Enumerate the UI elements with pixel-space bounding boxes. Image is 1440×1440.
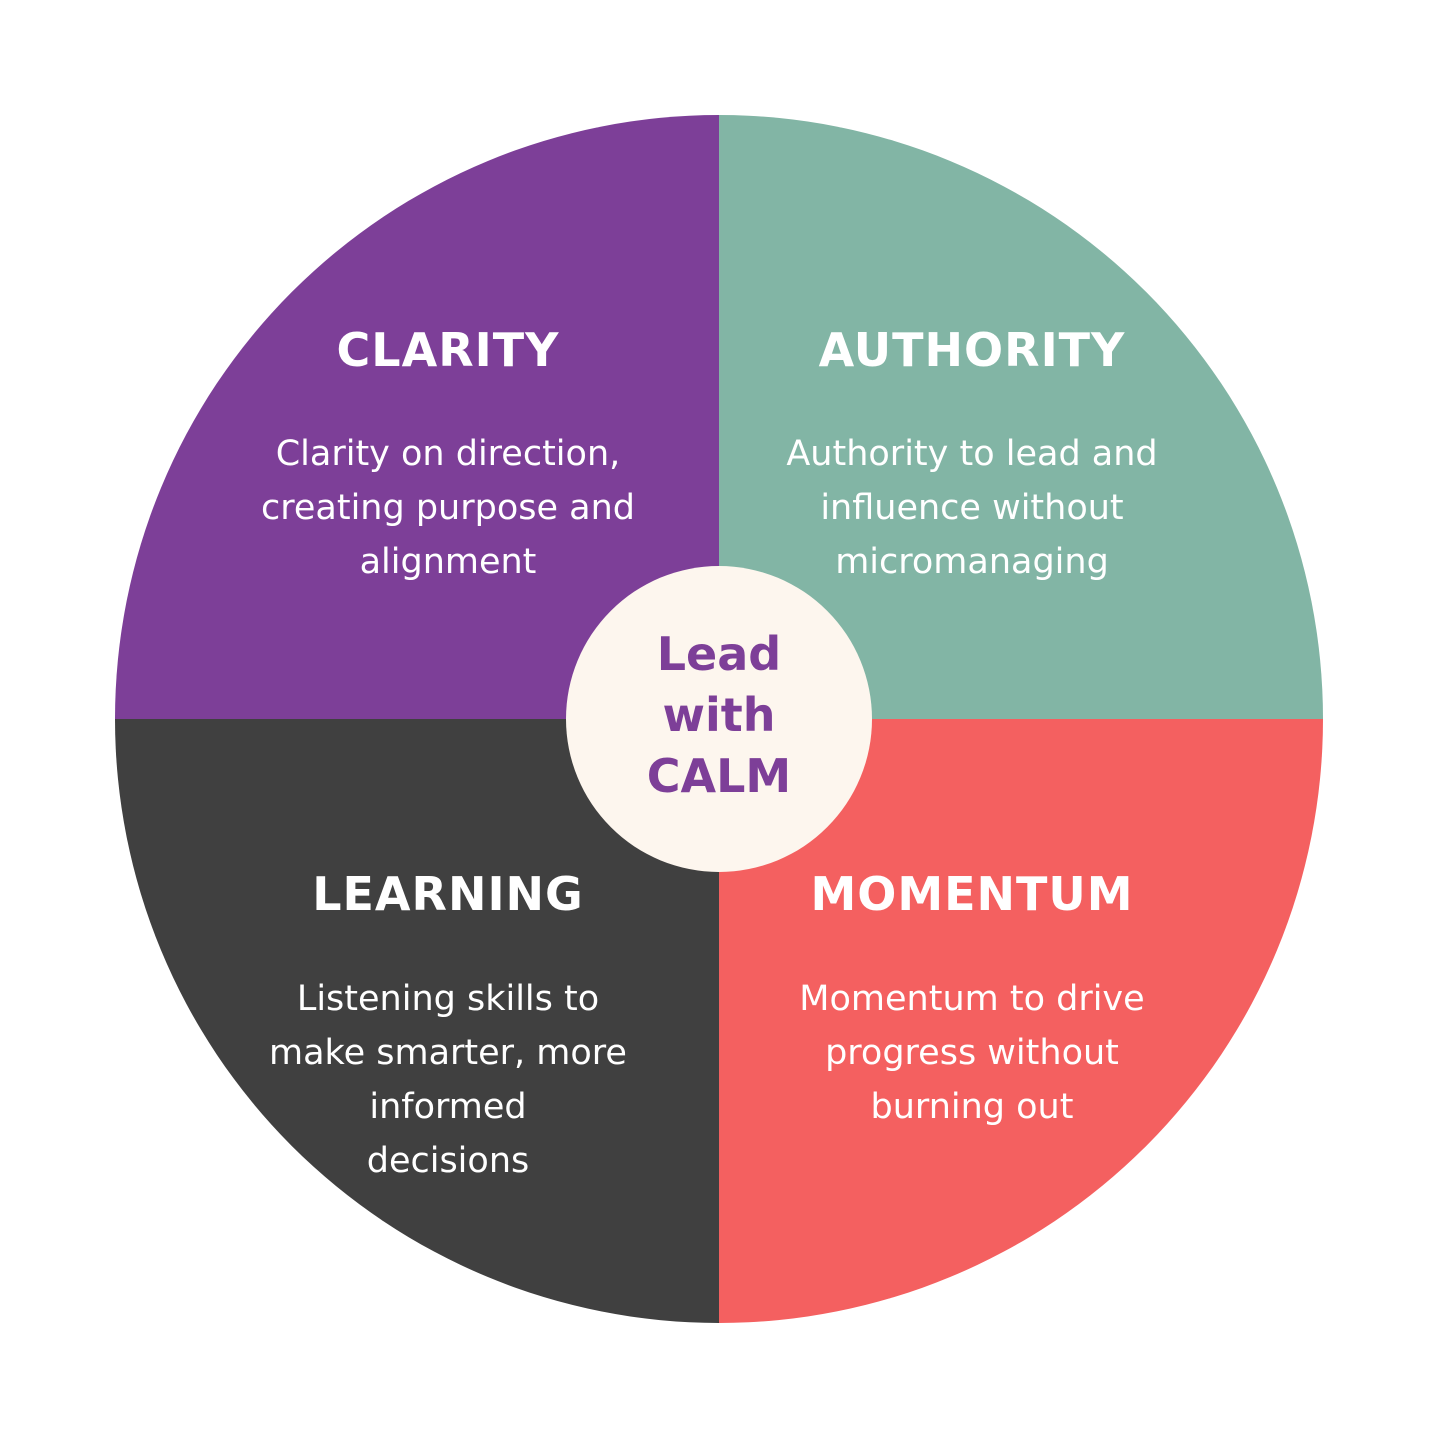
center-text-line-1: Lead [657,627,781,681]
center-text-line-3: CALM [647,749,791,803]
quadrant-authority [719,115,1323,719]
quadrant-title-authority: AUTHORITY [819,323,1126,377]
quadrant-momentum [719,719,1323,1323]
quadrant-desc-clarity-line-1: Clarity on direction, [276,434,621,474]
quadrant-desc-momentum-line-3: burning out [871,1087,1074,1127]
center-text-line-2: with [662,688,775,742]
quadrant-desc-learning-line-2: make smarter, more [269,1033,627,1073]
center-hub [566,566,872,872]
quadrant-desc-clarity-line-2: creating purpose and [261,488,635,528]
quadrant-title-momentum: MOMENTUM [810,867,1133,921]
quadrant-desc-learning-line-3: informed [369,1087,526,1127]
quadrant-desc-learning-line-4: decisions [367,1141,530,1181]
quadrant-desc-authority-line-1: Authority to lead and [786,434,1157,474]
quadrant-desc-learning-line-1: Listening skills to [297,979,599,1019]
quadrant-title-learning: LEARNING [312,867,584,921]
quadrant-desc-authority-line-3: micromanaging [835,542,1109,582]
quadrant-desc-authority-line-2: influence without [820,488,1123,528]
quadrant-title-clarity: CLARITY [337,323,560,377]
quadrant-clarity [115,115,719,719]
quadrant-desc-momentum-line-1: Momentum to drive [799,979,1144,1019]
quadrant-desc-clarity-line-3: alignment [360,542,537,582]
quadrant-learning [115,719,719,1323]
quadrant-desc-momentum-line-2: progress without [825,1033,1119,1073]
